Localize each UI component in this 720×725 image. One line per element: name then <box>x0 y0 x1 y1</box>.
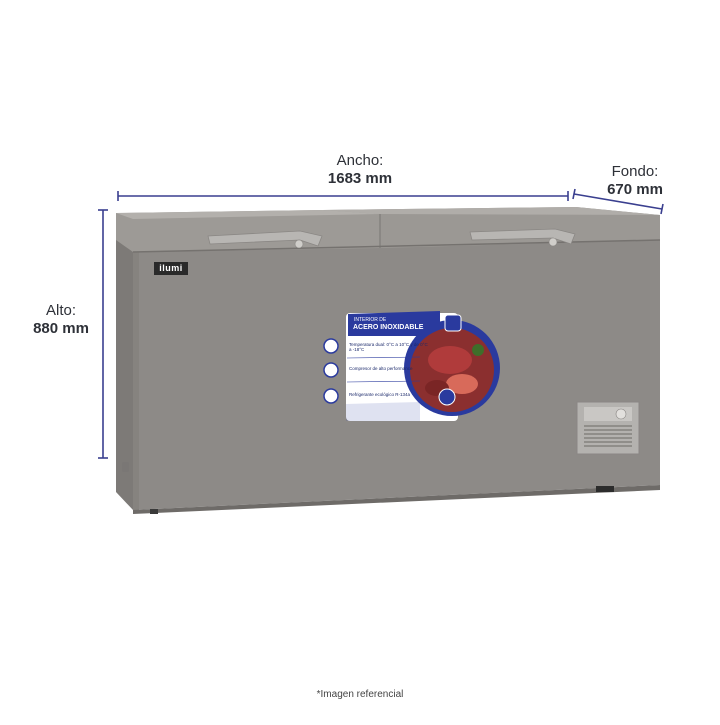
footnote: *Imagen referencial <box>316 689 404 700</box>
left-handle <box>207 230 323 249</box>
brand-logo: ilumi <box>154 262 188 275</box>
depth-label: Fondo: <box>611 163 659 180</box>
height-dimension: Alto: 880 mm <box>18 302 104 338</box>
depth-dimension: Fondo: 670 mm <box>585 163 685 199</box>
chest-freezer <box>116 207 661 514</box>
height-value: 880 mm <box>33 320 89 337</box>
width-label: Ancho: <box>336 152 384 169</box>
height-label: Alto: <box>45 302 76 319</box>
sticker-title: ACERO INOXIDABLE <box>353 324 424 331</box>
feature-temperature: Temperatura dual: 0°C a 10°C y de 0°C a … <box>349 342 428 353</box>
width-dimension-line <box>117 191 569 201</box>
feature-refrigerant: Refrigerante ecológico R-134a <box>349 392 411 397</box>
width-value: 1683 mm <box>327 170 393 187</box>
feature-compressor: Compresor de alto performance <box>349 366 413 371</box>
control-panel <box>576 401 640 455</box>
depth-value: 670 mm <box>607 181 663 198</box>
depth-dimension-line <box>572 188 664 215</box>
sticker-tag: INTERIOR DE <box>354 317 387 323</box>
width-dimension: Ancho: 1683 mm <box>300 152 420 188</box>
right-handle <box>469 228 576 247</box>
feature-sticker <box>323 311 500 421</box>
height-dimension-line <box>98 209 108 459</box>
